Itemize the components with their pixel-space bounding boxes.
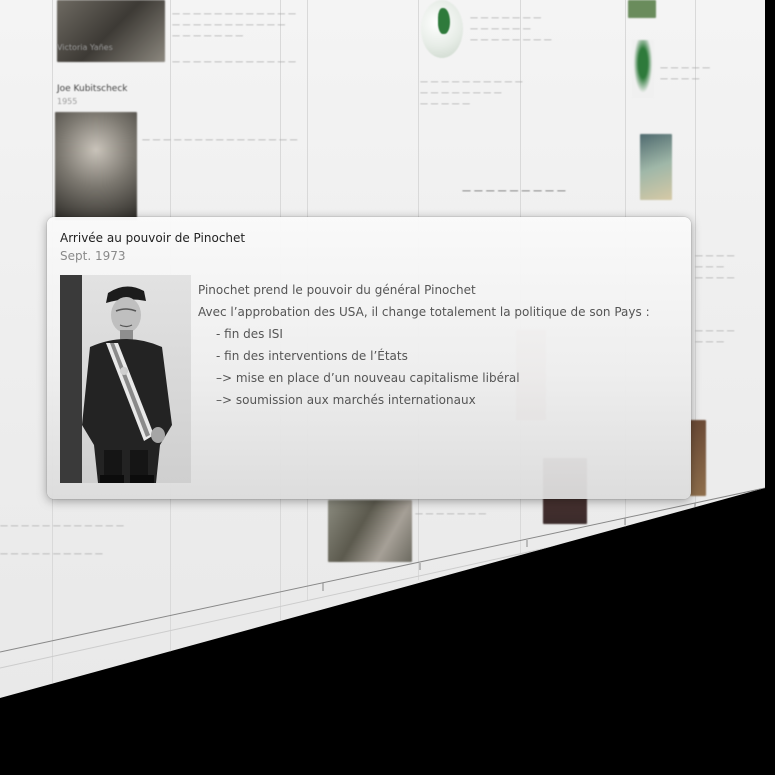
event-text-block: — — — — — — — — — —— — — — — — — —— — — … bbox=[420, 77, 523, 108]
column-divider bbox=[695, 0, 696, 505]
bullet-item: - fin des interventions de l’États bbox=[216, 349, 408, 363]
bullet-item: –> mise en place d’un nouveau capitalism… bbox=[216, 371, 520, 385]
event-text-block: — — — — — — — — — — — —— — — — — — — — —… bbox=[172, 9, 296, 40]
description-line: Pinochet prend le pouvoir du général Pin… bbox=[198, 283, 476, 297]
description-line: Avec l’approbation des USA, il change to… bbox=[198, 305, 650, 319]
map-thumbnail[interactable] bbox=[632, 40, 654, 98]
event-text-block: — — — —— — — bbox=[695, 326, 735, 346]
globe-icon bbox=[421, 0, 463, 58]
event-caption: Victoria Yañes bbox=[57, 43, 113, 52]
event-text-block: — — — — —— — — — bbox=[660, 63, 711, 83]
portrait-photo bbox=[60, 275, 191, 483]
event-text-block: — — — — — — — — — — — — bbox=[172, 57, 296, 66]
event-text-block: — — — — — — — — — — — — — — — bbox=[142, 135, 298, 144]
event-thumbnail[interactable] bbox=[640, 134, 672, 200]
bullet-item: - fin des ISI bbox=[216, 327, 283, 341]
event-thumbnail[interactable] bbox=[328, 500, 412, 562]
event-thumbnail[interactable] bbox=[628, 0, 656, 18]
event-thumbnail[interactable] bbox=[690, 420, 706, 496]
event-year: 1955 bbox=[57, 97, 78, 106]
popup-title: Arrivée au pouvoir de Pinochet bbox=[60, 231, 246, 245]
event-thumbnail[interactable] bbox=[55, 112, 137, 220]
event-text-block: — — — —— — —— — — — bbox=[695, 251, 735, 282]
popup-description: Pinochet prend le pouvoir du général Pin… bbox=[198, 279, 668, 411]
bullet-item: –> soumission aux marchés internationaux bbox=[216, 393, 476, 407]
event-title: — — — — — — — — — bbox=[462, 186, 566, 196]
event-thumbnail[interactable] bbox=[57, 0, 165, 62]
event-detail-popup[interactable]: Arrivée au pouvoir de Pinochet Sept. 197… bbox=[47, 217, 691, 499]
popup-date: Sept. 1973 bbox=[60, 249, 126, 263]
event-caption: — — — — — — — bbox=[415, 509, 487, 518]
event-caption: — — — — — — — — — — — — bbox=[0, 521, 124, 530]
event-title: Joe Kubitscheck bbox=[57, 84, 128, 94]
event-caption: — — — — — — — — — — bbox=[0, 549, 103, 558]
event-text-block: — — — — — — —— — — — — —— — — — — — — — bbox=[470, 13, 552, 44]
